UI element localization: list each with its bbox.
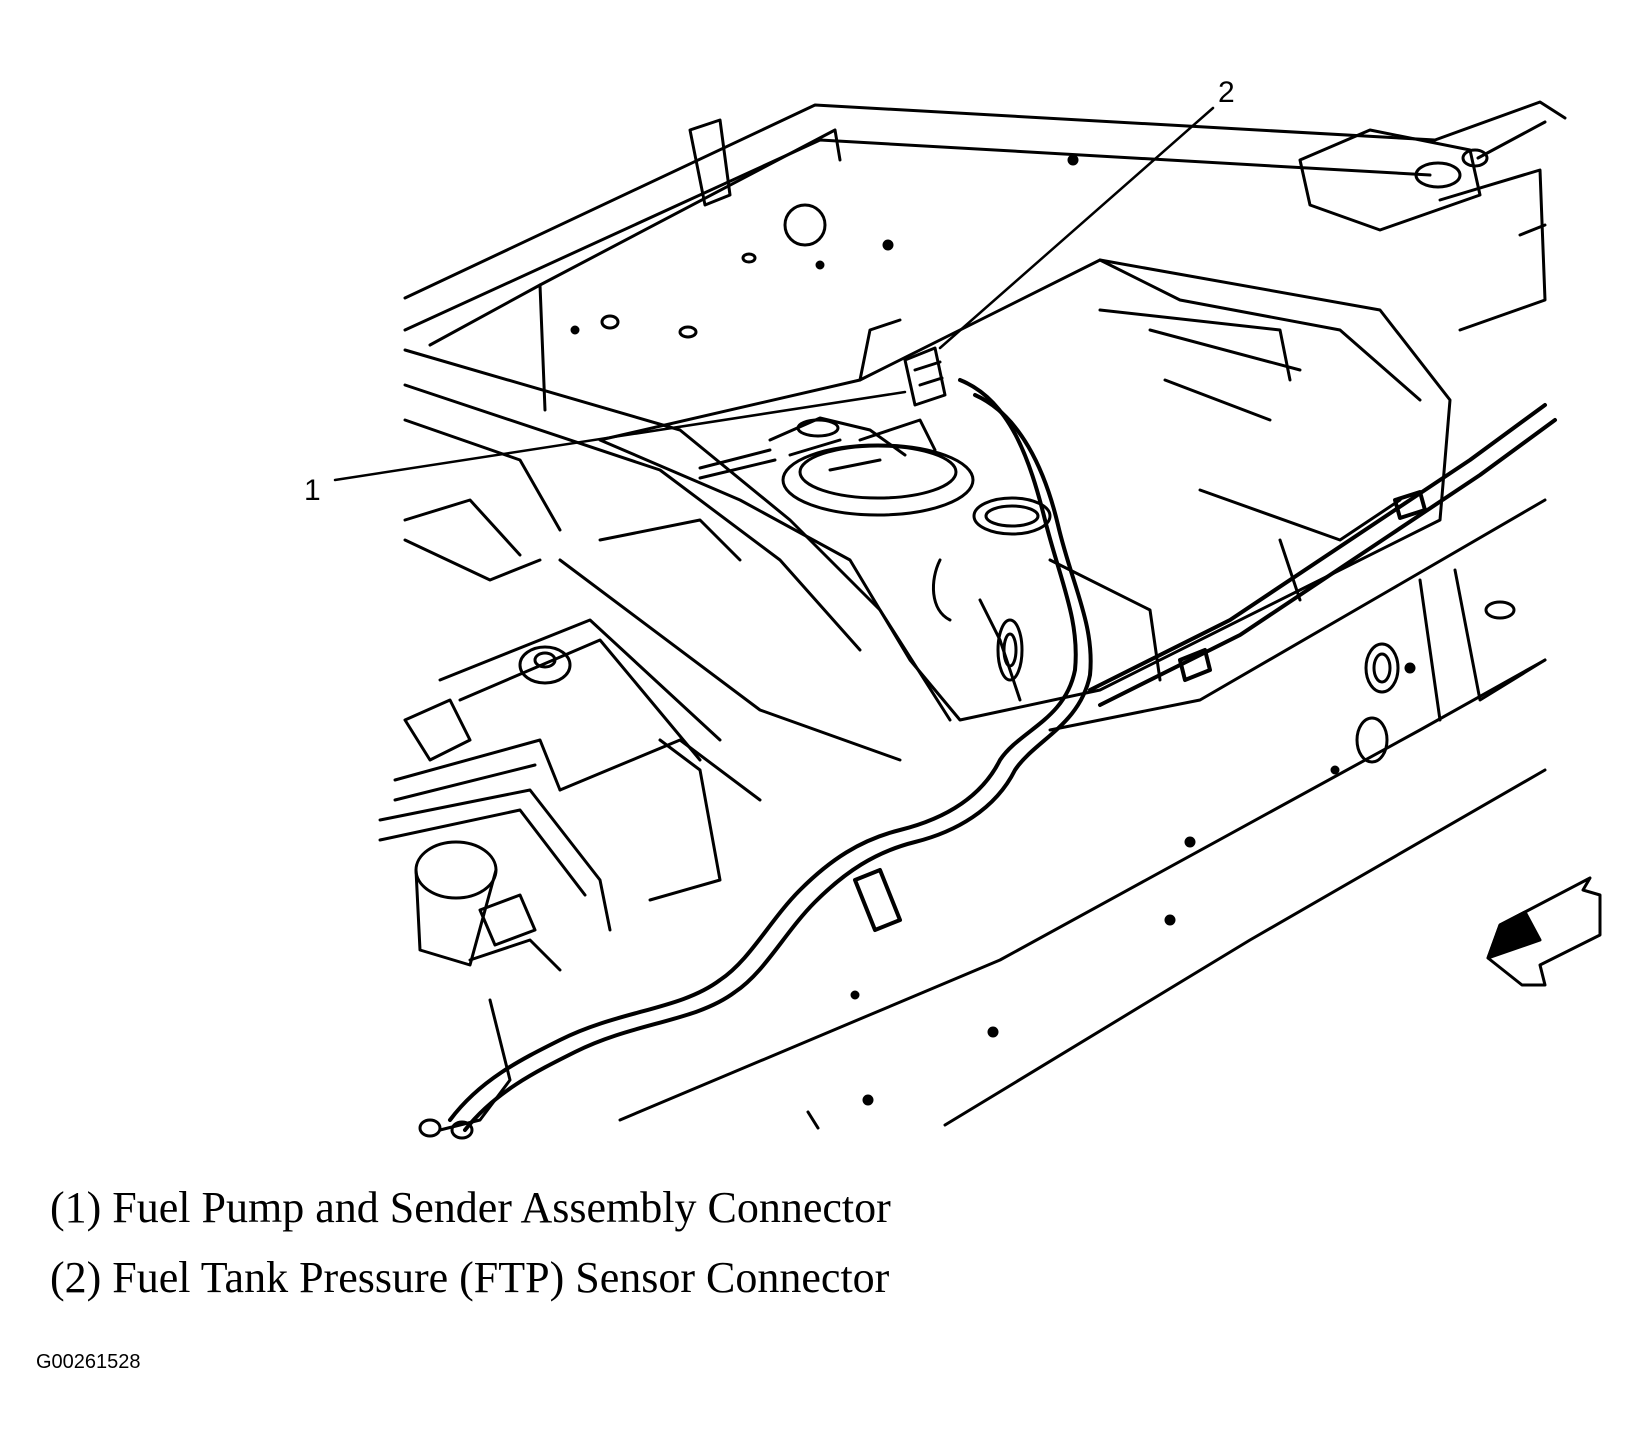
leader-line-2 <box>938 106 1215 350</box>
legend-item-1: (1) Fuel Pump and Sender Assembly Connec… <box>50 1183 891 1232</box>
evap-canister-and-lines <box>378 518 902 1140</box>
legend-item-2: (2) Fuel Tank Pressure (FTP) Sensor Conn… <box>50 1253 890 1302</box>
ftp-sensor-connector <box>903 346 947 407</box>
right-frame-rail <box>618 498 1547 1130</box>
fuel-pump-sender-assembly <box>698 416 975 517</box>
left-frame-rail <box>403 348 952 722</box>
rear-frame-crossmember <box>403 100 1567 412</box>
callout-number-1: 1 <box>304 474 321 507</box>
callout-number-2: 2 <box>1218 76 1235 109</box>
leader-lines <box>333 106 1215 482</box>
fuel-tank <box>598 258 1452 722</box>
front-direction-arrow-icon <box>1486 876 1602 987</box>
figure-id-label: G00261528 <box>36 1351 141 1373</box>
wiring-harness <box>448 378 1557 1132</box>
leader-line-1 <box>333 390 907 482</box>
